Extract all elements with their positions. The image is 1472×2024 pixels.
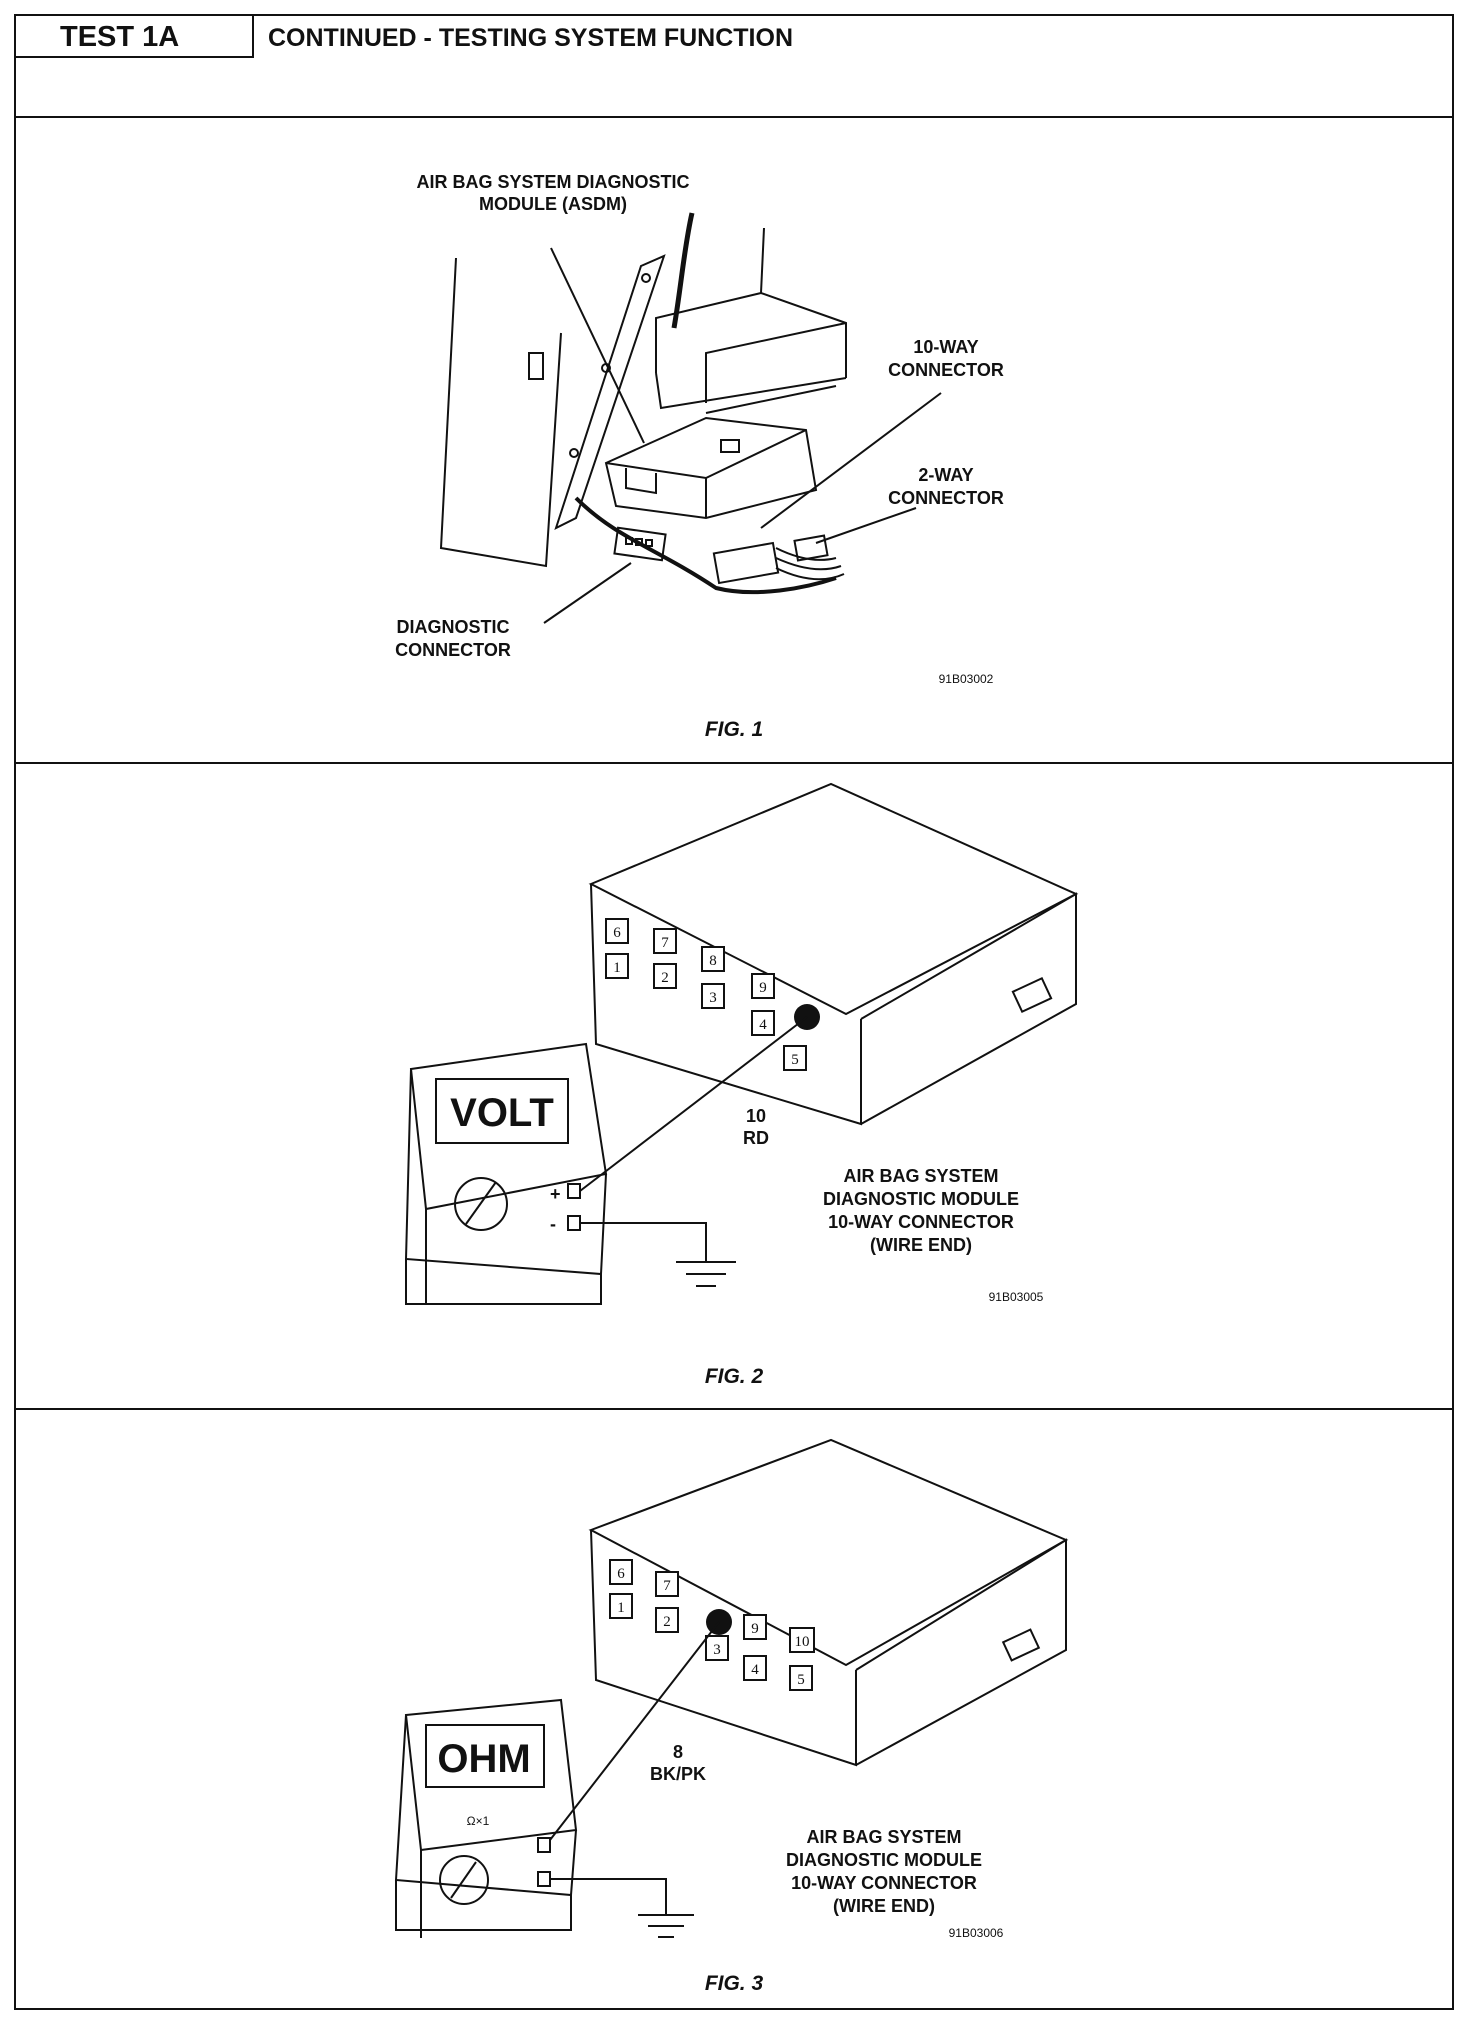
pin-label: 10 — [795, 1634, 810, 1650]
figure-divider — [16, 1408, 1452, 1410]
pin-label: 7 — [661, 935, 669, 951]
module-label-line4: (WIRE END) — [870, 1235, 972, 1255]
pin-label: 9 — [751, 1621, 759, 1637]
pin-label: 9 — [759, 980, 767, 996]
page-frame: TEST 1A CONTINUED - TESTING SYSTEM FUNCT… — [14, 14, 1454, 2010]
lower-harness — [574, 496, 837, 595]
selector-dial — [454, 1177, 508, 1231]
wire-number: 10 — [746, 1106, 766, 1126]
negative-terminal — [537, 1871, 551, 1887]
header-divider — [16, 116, 1452, 118]
test-label: TEST 1A — [16, 16, 254, 58]
figure-code: 91B03005 — [989, 1290, 1044, 1304]
page-title: CONTINUED - TESTING SYSTEM FUNCTION — [268, 24, 793, 52]
selector-dial — [439, 1855, 489, 1905]
ground-symbol — [676, 1261, 736, 1287]
positive-terminal — [537, 1837, 551, 1853]
figure-1-panel: AIR BAG SYSTEM DIAGNOSTIC MODULE (ASDM) … — [16, 118, 1452, 762]
pin-grid — [609, 1559, 815, 1691]
pin-label: 4 — [751, 1662, 759, 1678]
ten-way-connector — [712, 541, 780, 585]
leader-ten-way — [760, 392, 942, 529]
label-asdm-line2: MODULE (ASDM) — [479, 194, 627, 214]
pin-label: 3 — [709, 990, 717, 1006]
upper-harness — [671, 212, 695, 329]
figure-1-caption: FIG. 1 — [704, 718, 764, 741]
pin-label: 6 — [617, 1566, 625, 1582]
two-way-connector — [793, 534, 829, 562]
pin-label: 2 — [663, 1614, 671, 1630]
figure-3-panel: 6 7 1 2 3 9 10 4 5 OHM Ω×1 — [16, 1410, 1452, 2010]
meter-display — [435, 1078, 569, 1144]
module-label-line3: 10-WAY CONNECTOR — [791, 1873, 977, 1893]
figure-2-diagram: 6 7 1 8 2 3 9 4 5 VOLT + - — [404, 782, 1079, 1305]
pin-label: 2 — [661, 970, 669, 986]
minus-sign: - — [550, 1214, 556, 1234]
module-label-line2: DIAGNOSTIC MODULE — [786, 1850, 982, 1870]
pin-label: 7 — [663, 1578, 671, 1594]
pin-label: 5 — [797, 1672, 805, 1688]
plus-sign: + — [550, 1184, 561, 1204]
plus-terminal — [567, 1183, 581, 1199]
label-two-way-line2: CONNECTOR — [888, 488, 1004, 508]
label-diagnostic-line1: DIAGNOSTIC — [396, 617, 509, 637]
label-diagnostic-line2: CONNECTOR — [395, 640, 511, 660]
pin-label: 1 — [617, 1600, 625, 1616]
meter-display-text: OHM — [437, 1737, 530, 1781]
label-two-way-line1: 2-WAY — [918, 465, 973, 485]
pin-label: 1 — [613, 960, 621, 976]
kick-panel — [439, 257, 562, 568]
header: TEST 1A CONTINUED - TESTING SYSTEM FUNCT… — [16, 16, 1452, 116]
module-label-line1: AIR BAG SYSTEM — [806, 1827, 961, 1847]
test-lead-ground — [550, 1878, 667, 1915]
housing-latch — [1001, 1628, 1041, 1662]
pin-label: 5 — [791, 1052, 799, 1068]
leader-asdm — [550, 247, 645, 444]
meter-display-text: VOLT — [450, 1091, 554, 1135]
module-label-line4: (WIRE END) — [833, 1896, 935, 1916]
figure-2-panel: 6 7 1 8 2 3 9 4 5 VOLT + - — [16, 764, 1452, 1408]
figure-2-caption: FIG. 2 — [704, 1365, 764, 1388]
voltmeter — [404, 1042, 608, 1305]
ohmmeter — [394, 1698, 578, 1938]
label-ten-way-line1: 10-WAY — [913, 337, 978, 357]
label-asdm-line1: AIR BAG SYSTEM DIAGNOSTIC — [416, 172, 689, 192]
pin-grid — [605, 918, 807, 1071]
figure-3-diagram: 6 7 1 2 3 9 10 4 5 OHM Ω×1 — [394, 1438, 1069, 1940]
pin-label: 8 — [709, 953, 717, 969]
figure-divider — [16, 762, 1452, 764]
module-label-line1: AIR BAG SYSTEM — [843, 1166, 998, 1186]
pin-label: 4 — [759, 1017, 767, 1033]
module-box — [604, 416, 818, 520]
pin-label: 3 — [713, 1642, 721, 1658]
range-label: Ω×1 — [467, 1814, 490, 1828]
minus-terminal — [567, 1215, 581, 1231]
panel-slot — [528, 352, 544, 380]
figure-3-caption: FIG. 3 — [704, 1972, 764, 1995]
label-ten-way-line2: CONNECTOR — [888, 360, 1004, 380]
wire-color: RD — [743, 1128, 769, 1148]
diagnostic-connector — [613, 526, 667, 562]
module-label-line2: DIAGNOSTIC MODULE — [823, 1189, 1019, 1209]
mounting-bracket — [554, 254, 666, 530]
figure-code: 91B03002 — [939, 672, 994, 686]
wire-color: BK/PK — [650, 1764, 706, 1784]
pin-label: 6 — [613, 925, 621, 941]
housing-latch — [1011, 976, 1053, 1014]
connector-wires — [775, 547, 845, 581]
module-label-line3: 10-WAY CONNECTOR — [828, 1212, 1014, 1232]
figure-code: 91B03006 — [949, 1926, 1004, 1940]
leader-diagnostic — [543, 562, 632, 624]
console-top — [655, 227, 847, 410]
meter-display — [425, 1724, 545, 1788]
test-lead-positive — [579, 1016, 808, 1192]
ground-symbol — [638, 1914, 694, 1938]
test-lead-positive — [549, 1621, 720, 1841]
test-lead-ground — [580, 1222, 707, 1262]
figure-1-diagram: AIR BAG SYSTEM DIAGNOSTIC MODULE (ASDM) … — [395, 172, 1004, 686]
leader-two-way — [815, 507, 917, 544]
wire-number: 8 — [673, 1742, 683, 1762]
